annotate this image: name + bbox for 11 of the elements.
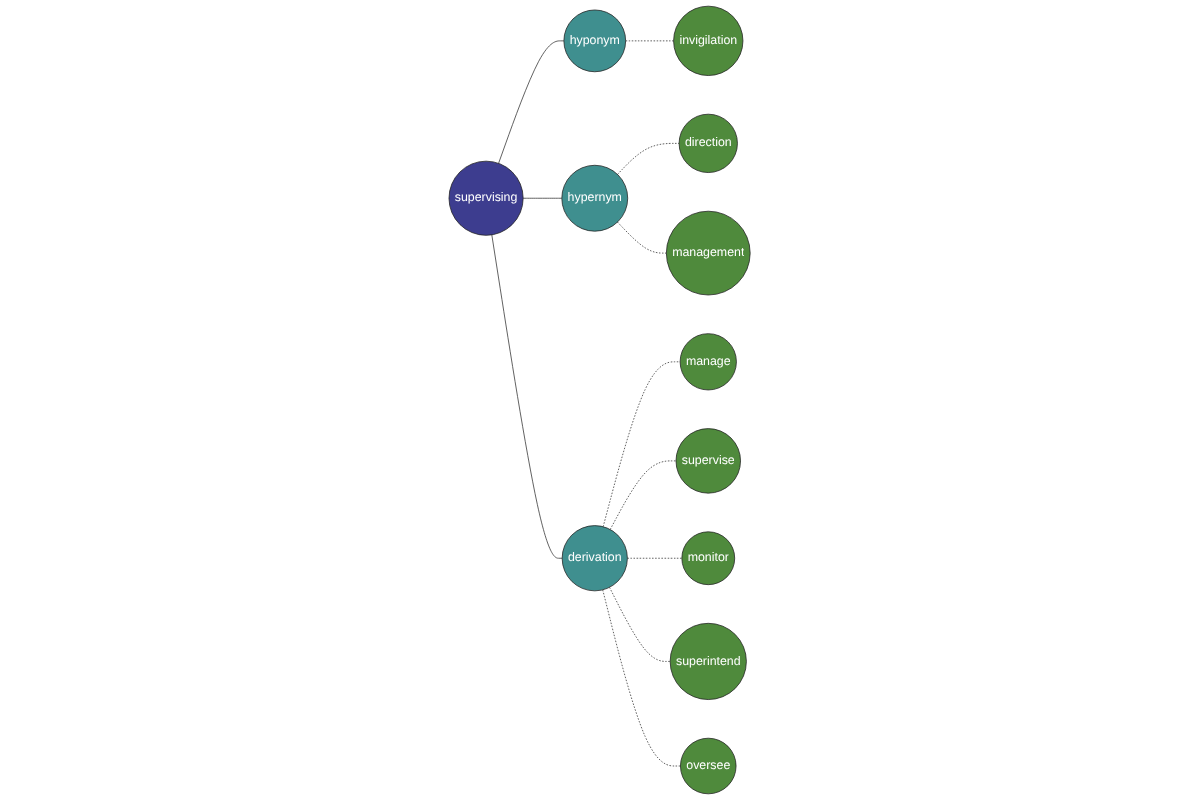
- connector: [609, 586, 671, 662]
- connector: [491, 234, 563, 559]
- connector: [498, 40, 565, 164]
- connector: [602, 589, 682, 767]
- connector: [627, 557, 683, 559]
- connector: [603, 361, 681, 528]
- connector: [610, 460, 677, 530]
- connector: [617, 143, 680, 175]
- connector: [523, 197, 563, 199]
- connector: [625, 40, 675, 42]
- connector: [617, 221, 668, 254]
